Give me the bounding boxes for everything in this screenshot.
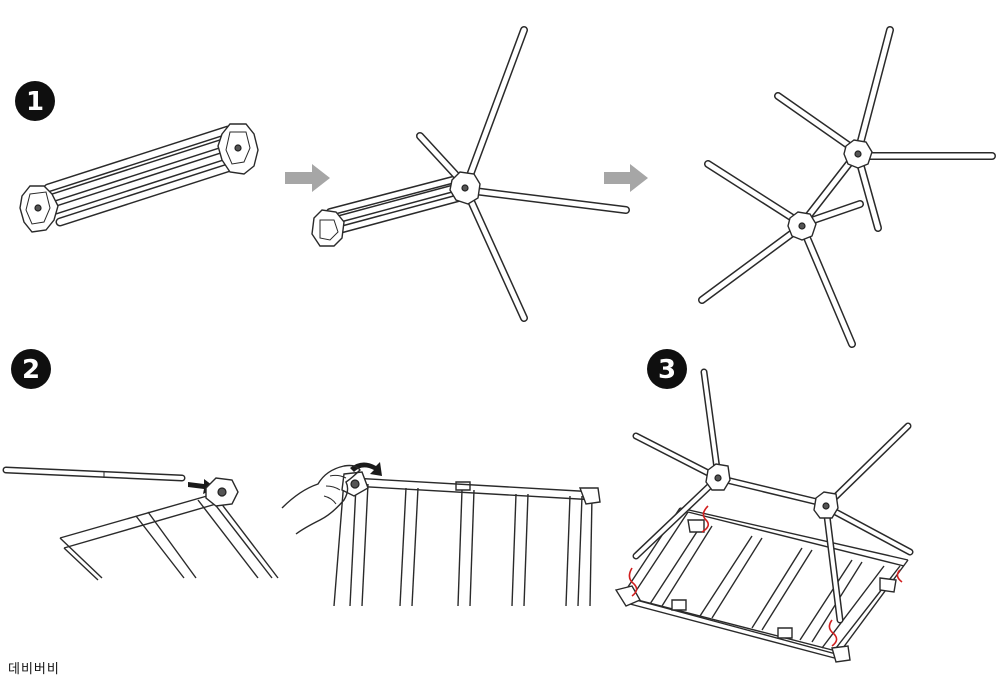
slat-panel-corner [59, 493, 279, 581]
table-top-frame [621, 507, 909, 661]
hand-icon [281, 464, 361, 535]
partially-opened-frame [311, 26, 630, 322]
bundle-hub-right [217, 123, 259, 175]
opened-legs [416, 26, 630, 322]
red-cords [628, 505, 903, 647]
step-3-number: 3 [658, 355, 676, 385]
leg-hub-right [813, 491, 839, 519]
table-corner-pads [614, 519, 897, 663]
remaining-bundle-poles [324, 174, 470, 236]
corner-connector [205, 477, 239, 507]
folded-frame-bundle [19, 123, 259, 233]
flow-arrow-icon [604, 164, 648, 192]
rod-insertion-view [2, 466, 279, 581]
step-3-badge: 3 [647, 349, 687, 389]
side-rod [2, 466, 186, 482]
footer-text: 데비버비 [8, 662, 60, 677]
panel-corner-right [578, 487, 601, 505]
step-1-badge: 1 [15, 81, 55, 121]
hub-left-1b [311, 209, 345, 247]
panel-corner-left [341, 471, 369, 497]
bundle-poles [43, 125, 245, 227]
flow-arrow-icon [285, 164, 330, 192]
leg-frame [632, 368, 914, 624]
rotate-arrow-icon [350, 462, 382, 476]
step-1-number: 1 [26, 87, 44, 117]
assembled-table [614, 368, 914, 663]
bundle-hub-left [19, 185, 59, 233]
upper-hub-legs [774, 26, 996, 232]
step-2-number: 2 [22, 355, 40, 385]
fully-opened-frame [698, 26, 996, 348]
table-top-panel [333, 477, 597, 607]
hub-upper-1c [843, 139, 873, 169]
hub-lower-1c [787, 211, 817, 241]
hand-press-view [281, 462, 601, 607]
step-2-badge: 2 [11, 349, 51, 389]
leg-hub-left [705, 463, 731, 491]
lower-hub-legs [698, 160, 864, 348]
hub-center-1b [449, 171, 481, 205]
